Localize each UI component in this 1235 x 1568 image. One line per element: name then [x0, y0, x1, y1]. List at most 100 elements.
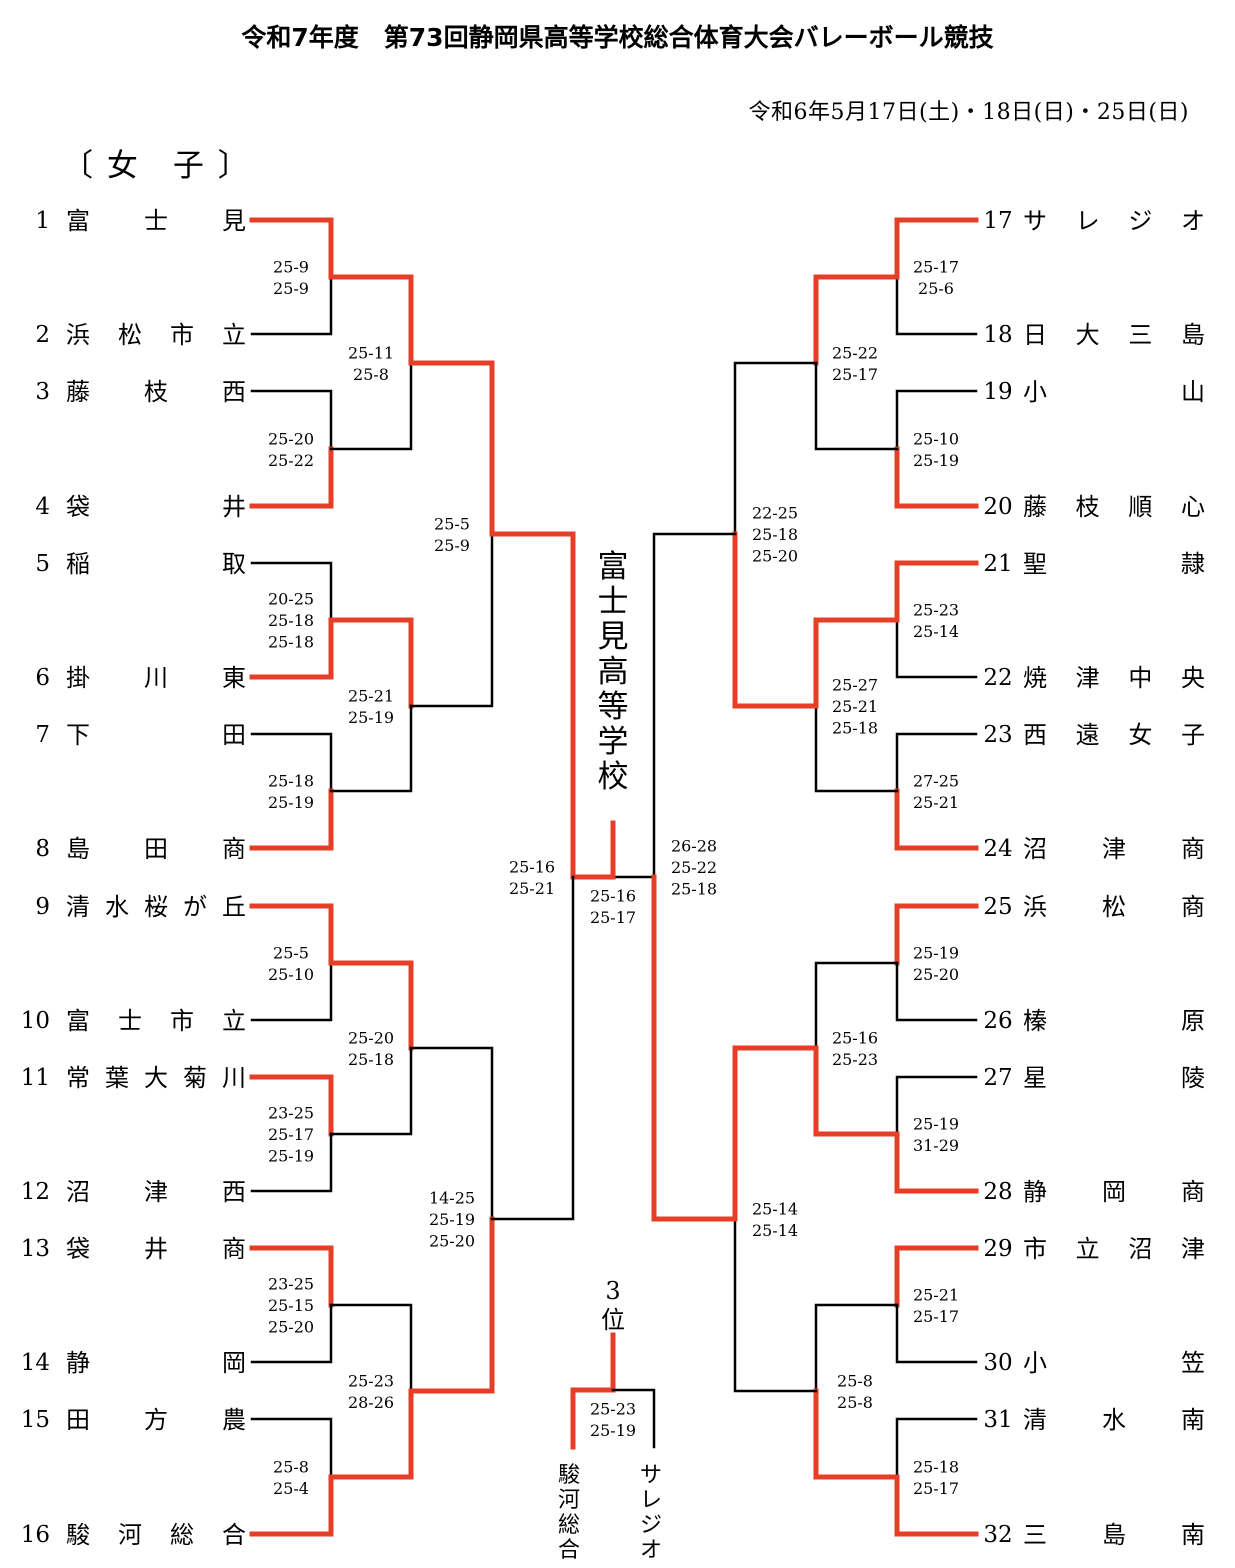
team-name-26: 榛原	[1023, 1007, 1205, 1035]
team-number-8: 8	[35, 836, 50, 862]
team-number-12: 12	[21, 1179, 50, 1205]
team-number-3: 3	[35, 379, 50, 405]
team-name-4: 袋井	[66, 493, 246, 521]
score-right-r1-1-line-0: 25-10	[913, 429, 959, 448]
score-left-r1-3-line-1: 25-19	[268, 793, 314, 812]
score-right-sf-line-2: 25-18	[671, 880, 717, 899]
champion-char-5: 学	[598, 724, 629, 760]
left-r2-top-3	[329, 1303, 413, 1393]
third-right-team-char-3: オ	[640, 1538, 662, 1563]
third-place-word: 位	[601, 1306, 625, 1334]
score-final-line-1: 25-17	[590, 908, 636, 927]
left-r1-top-3	[250, 732, 333, 793]
champion-char-6: 校	[598, 759, 629, 795]
third-left-team-char-1: 河	[558, 1488, 580, 1513]
score-left-r1-6-line-1: 25-15	[268, 1296, 314, 1315]
left-r1-bottom-3	[249, 788, 334, 851]
score-third-line-0: 25-23	[590, 1399, 636, 1418]
team-number-2: 2	[35, 322, 50, 348]
left-r2-top-1	[328, 617, 414, 709]
score-left-r1-4-line-1: 25-10	[268, 965, 314, 984]
team-name-25: 浜松商	[1023, 893, 1205, 921]
team-number-10: 10	[21, 1008, 50, 1034]
team-name-6: 掛川東	[66, 664, 246, 692]
team-number-24: 24	[983, 836, 1012, 862]
right-r2-bottom-0	[814, 361, 899, 451]
score-left-r2-2-line-1: 25-18	[348, 1050, 394, 1069]
right-r3-top-1	[732, 1045, 819, 1222]
left-r1-top-5	[249, 1074, 334, 1137]
champion-char-3: 高	[598, 654, 629, 690]
score-right-r3-1-line-1: 25-14	[752, 1221, 798, 1240]
team-name-32: 三島南	[1023, 1521, 1205, 1549]
team-name-8: 島田商	[66, 835, 246, 863]
score-right-sf-line-1: 25-22	[671, 858, 717, 877]
team-name-5: 稲取	[66, 550, 246, 578]
score-labels: 25-925-925-2025-2220-2525-1825-1825-1825…	[268, 257, 959, 1498]
left-r2-bottom-3	[328, 1388, 414, 1480]
score-right-r1-1-line-1: 25-19	[913, 451, 959, 470]
third-place-number: 3	[605, 1277, 620, 1305]
right-r2-top-2	[814, 961, 899, 1050]
team-number-6: 6	[35, 665, 50, 691]
team-number-4: 4	[35, 494, 50, 520]
team-name-20: 藤枝順心	[1023, 493, 1205, 521]
score-left-r1-2-line-0: 20-25	[268, 590, 314, 609]
right-r1-bottom-5	[894, 1131, 979, 1194]
left-r1-bottom-6	[250, 1303, 333, 1364]
score-right-r1-5-line-0: 25-19	[913, 1114, 959, 1133]
left-r1-top-0	[249, 217, 334, 280]
champion-char-4: 等	[598, 689, 629, 725]
division-label: 〔 女 子 〕	[62, 148, 251, 184]
third-left-line	[570, 1387, 616, 1450]
left-r2-bottom-0	[329, 361, 413, 451]
team-number-19: 19	[983, 379, 1012, 405]
team-name-3: 藤枝西	[66, 378, 246, 406]
score-left-r1-1-line-0: 25-20	[268, 429, 314, 448]
team-name-27: 星陵	[1023, 1064, 1205, 1092]
score-right-r1-3-line-0: 27-25	[913, 771, 959, 790]
right-r1-bottom-6	[895, 1303, 978, 1364]
score-left-r3-0-line-1: 25-9	[434, 536, 470, 555]
right-r1-top-7	[895, 1417, 978, 1479]
score-left-r1-6-line-0: 23-25	[268, 1275, 314, 1294]
score-right-r1-7-line-1: 25-17	[913, 1479, 959, 1498]
team-name-28: 静岡商	[1023, 1178, 1205, 1206]
right-r2-top-0	[813, 274, 900, 366]
right-r2-top-1	[813, 617, 900, 709]
team-number-32: 32	[983, 1522, 1012, 1548]
team-number-30: 30	[983, 1350, 1012, 1376]
score-right-r1-6-line-1: 25-17	[913, 1307, 959, 1326]
score-right-r2-1-line-0: 25-27	[832, 676, 878, 695]
team-number-7: 7	[35, 722, 50, 748]
event-date: 令和6年5月17日(土)・18日(日)・25日(日)	[748, 100, 1189, 125]
score-left-r1-7-line-0: 25-8	[273, 1457, 309, 1476]
score-right-r1-6-line-0: 25-21	[913, 1285, 959, 1304]
team-name-23: 西遠女子	[1023, 721, 1205, 749]
team-number-1: 1	[35, 208, 50, 234]
team-name-12: 沼津西	[66, 1178, 246, 1206]
score-right-r1-0-line-1: 25-6	[918, 279, 954, 298]
score-right-r1-0-line-0: 25-17	[913, 257, 959, 276]
team-name-19: 小山	[1023, 378, 1205, 406]
third-right-team-char-1: レ	[640, 1488, 662, 1513]
left-r2-top-2	[328, 960, 414, 1051]
team-name-22: 焼津中央	[1023, 664, 1205, 692]
team-name-29: 市立沼津	[1023, 1235, 1205, 1263]
score-left-r1-2-line-2: 25-18	[268, 633, 314, 652]
third-right-team-char-0: サ	[640, 1463, 662, 1488]
score-left-r1-5-line-0: 23-25	[268, 1104, 314, 1123]
champion-char-1: 士	[598, 584, 629, 620]
right-r2-top-3	[814, 1303, 899, 1393]
left-r1-top-6	[249, 1245, 334, 1308]
left-sf-bottom	[490, 875, 575, 1221]
team-name-13: 袋井商	[66, 1235, 246, 1263]
score-right-r1-4-line-0: 25-19	[913, 943, 959, 962]
score-right-r1-5-line-1: 31-29	[913, 1136, 959, 1155]
team-name-24: 沼津商	[1023, 835, 1205, 863]
right-sf-top	[611, 532, 737, 879]
right-r1-top-5	[895, 1075, 978, 1136]
score-right-r2-3-line-1: 25-8	[837, 1393, 873, 1412]
score-right-sf-line-0: 26-28	[671, 837, 717, 856]
